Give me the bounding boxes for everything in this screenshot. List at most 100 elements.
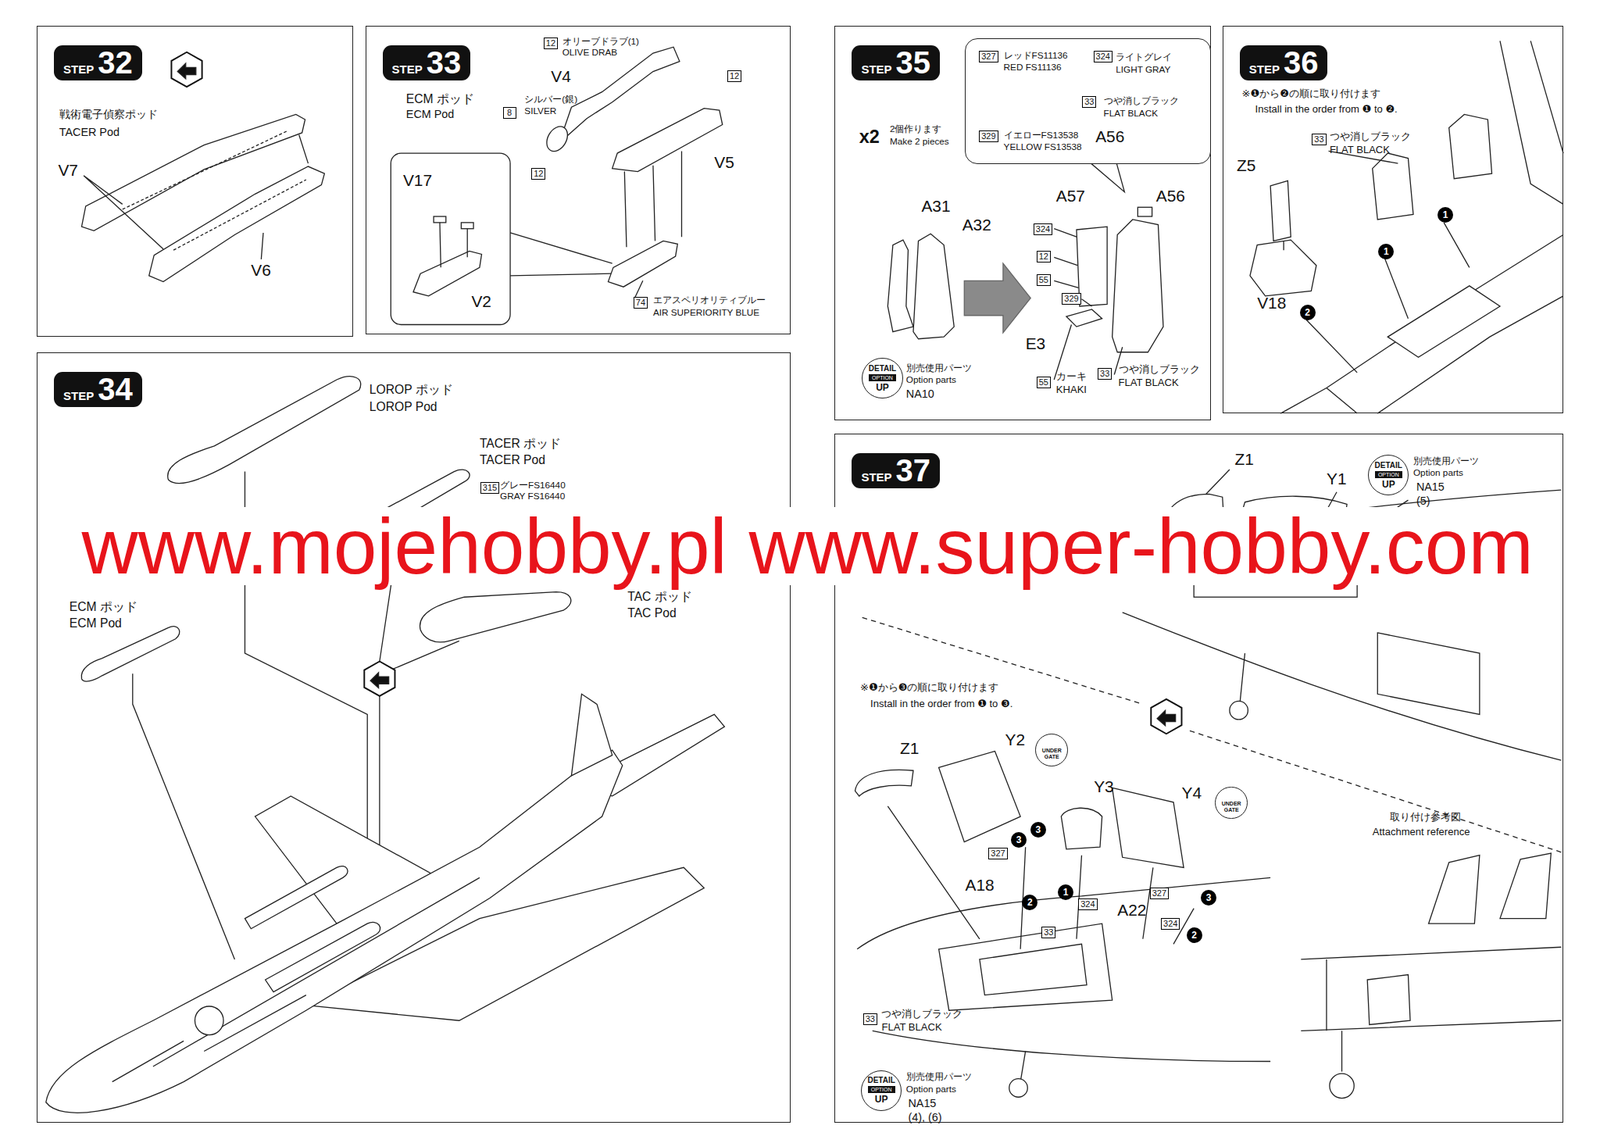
step-badge: STEP35 xyxy=(851,45,940,81)
step-panel: STEP34315 xyxy=(36,352,791,1123)
paint-note: レッドFS11136 xyxy=(1003,50,1068,61)
badge-text: OPTION xyxy=(868,374,897,382)
paint-code-box: 324 xyxy=(1078,898,1097,911)
part-label: ECM Pod xyxy=(69,616,122,631)
step-badge: STEP37 xyxy=(851,453,940,489)
part-label: ECM ポッド xyxy=(406,92,475,107)
paint-code-box: 324 xyxy=(1160,917,1180,930)
badge-text: DETAIL xyxy=(1375,461,1403,470)
part-label: NA15 xyxy=(907,1096,936,1111)
paint-code: 74 xyxy=(635,297,646,308)
order-number: 2 xyxy=(1300,304,1316,321)
paint-code-box: 33 xyxy=(1097,367,1112,380)
watermark: www.mojehobby.pl www.super-hobby.com xyxy=(81,507,1533,586)
order-number: 3 xyxy=(1030,821,1047,838)
part-label: Attachment reference xyxy=(1372,825,1471,838)
part-label: OLIVE DRAB xyxy=(562,46,618,58)
part-label: ECM Pod xyxy=(406,107,454,122)
paint-code: 33 xyxy=(865,1014,875,1024)
order-number: 2 xyxy=(1186,927,1203,943)
paint-code-box: 55 xyxy=(1036,274,1051,286)
part-label: Y2 xyxy=(1005,730,1026,750)
part-label: つや消しブラック xyxy=(1329,130,1411,143)
detail-up-badge: DETAILOPTIONUP xyxy=(1367,454,1409,496)
paint-code-box: 324 xyxy=(1093,50,1113,63)
part-label: Y1 xyxy=(1326,469,1347,489)
badge-text: UP xyxy=(1382,479,1396,490)
part-label: Install in the order from ❶ to ❷. xyxy=(1255,103,1398,115)
step-badge: STEP36 xyxy=(1239,45,1329,81)
part-label: オリーブドラブ(1) xyxy=(562,35,640,47)
detail-up-badge: DETAILOPTIONUP xyxy=(860,1070,902,1111)
part-label: つや消しブラック xyxy=(1118,363,1200,375)
part-label: Option parts xyxy=(906,1083,957,1095)
step-word: STEP xyxy=(63,389,94,403)
paint-code: 55 xyxy=(1039,377,1049,387)
part-label: Install in the order from ❶ to ❸. xyxy=(870,697,1013,710)
part-label: FLAT BLACK xyxy=(1329,143,1390,156)
order-digit: 3 xyxy=(1035,824,1042,836)
order-digit: 1 xyxy=(1442,209,1449,221)
paint-code-box: 33 xyxy=(1041,926,1056,939)
step-number: 33 xyxy=(426,46,462,79)
part-label: (4), (6) xyxy=(907,1110,942,1125)
detail-up-badge: DETAILOPTIONUP xyxy=(861,357,903,399)
paint-note: イエローFS13538 xyxy=(1003,130,1079,141)
paint-code-box: 327 xyxy=(1150,887,1169,900)
paint-code: 12 xyxy=(1039,251,1049,261)
order-number: 1 xyxy=(1437,207,1454,223)
step-word: STEP xyxy=(392,62,423,76)
order-digit: 1 xyxy=(1063,886,1069,898)
paint-code: 324 xyxy=(1080,899,1095,909)
step-word: STEP xyxy=(860,62,892,76)
order-number: 3 xyxy=(1010,832,1027,848)
paint-code: 12 xyxy=(533,168,543,179)
paint-note: YELLOW FS13538 xyxy=(1003,142,1083,153)
part-label: SILVER xyxy=(524,105,557,117)
paint-note: RED FS11136 xyxy=(1003,62,1062,73)
badge-text: UP xyxy=(875,1094,889,1104)
part-label: ※❶から❸の順に取り付けます xyxy=(860,681,999,693)
part-label: A56 xyxy=(1095,128,1125,147)
paint-code: 55 xyxy=(1039,275,1049,285)
part-label: Z1 xyxy=(900,739,919,758)
part-label: Make 2 pieces xyxy=(889,135,950,147)
paint-note: つや消しブラック xyxy=(1103,96,1179,107)
part-label: A31 xyxy=(921,196,950,216)
order-number: 1 xyxy=(1378,243,1394,260)
part-label: Y3 xyxy=(1093,777,1115,797)
part-label: つや消しブラック xyxy=(881,1007,963,1020)
paint-code-box: 12 xyxy=(543,37,558,50)
part-label: シルバー(銀) xyxy=(524,93,578,105)
paint-code-box: 12 xyxy=(531,167,546,180)
part-label: TACER Pod xyxy=(479,453,546,468)
paint-code-box: 74 xyxy=(633,296,648,309)
part-label: V18 xyxy=(1257,293,1286,313)
badge-text: OPTION xyxy=(1375,471,1403,479)
part-label: FLAT BLACK xyxy=(881,1021,942,1033)
badge-text: UNDER GATE xyxy=(1041,747,1062,760)
paint-code-box: 329 xyxy=(1061,292,1081,305)
paint-code: 33 xyxy=(1084,96,1094,107)
part-label: (5) xyxy=(1416,494,1431,508)
part-label: Option parts xyxy=(1413,467,1464,479)
badge-text: UP xyxy=(875,382,890,393)
under-gate-badge: UNDER GATE xyxy=(1214,786,1248,820)
paint-code: 8 xyxy=(507,107,512,118)
part-label: エアスペリオリティブルー xyxy=(653,294,766,306)
step-number: 32 xyxy=(97,46,133,79)
paint-code: 329 xyxy=(1064,293,1079,304)
step-badge: STEP33 xyxy=(382,45,472,81)
part-label: 2個作ります xyxy=(889,123,943,135)
paint-code: 327 xyxy=(990,848,1005,858)
order-digit: 2 xyxy=(1027,896,1033,908)
paint-code-box: 55 xyxy=(1036,376,1051,389)
badge-text: DETAIL xyxy=(867,1076,895,1085)
step-word: STEP xyxy=(860,470,892,484)
step-panel: STEP32 xyxy=(36,25,354,337)
order-number: 1 xyxy=(1057,884,1074,900)
paint-code: 12 xyxy=(729,71,740,81)
paint-code: 33 xyxy=(1043,927,1054,937)
paint-code-box: 33 xyxy=(1082,96,1097,108)
paint-code-box: 12 xyxy=(727,70,742,83)
